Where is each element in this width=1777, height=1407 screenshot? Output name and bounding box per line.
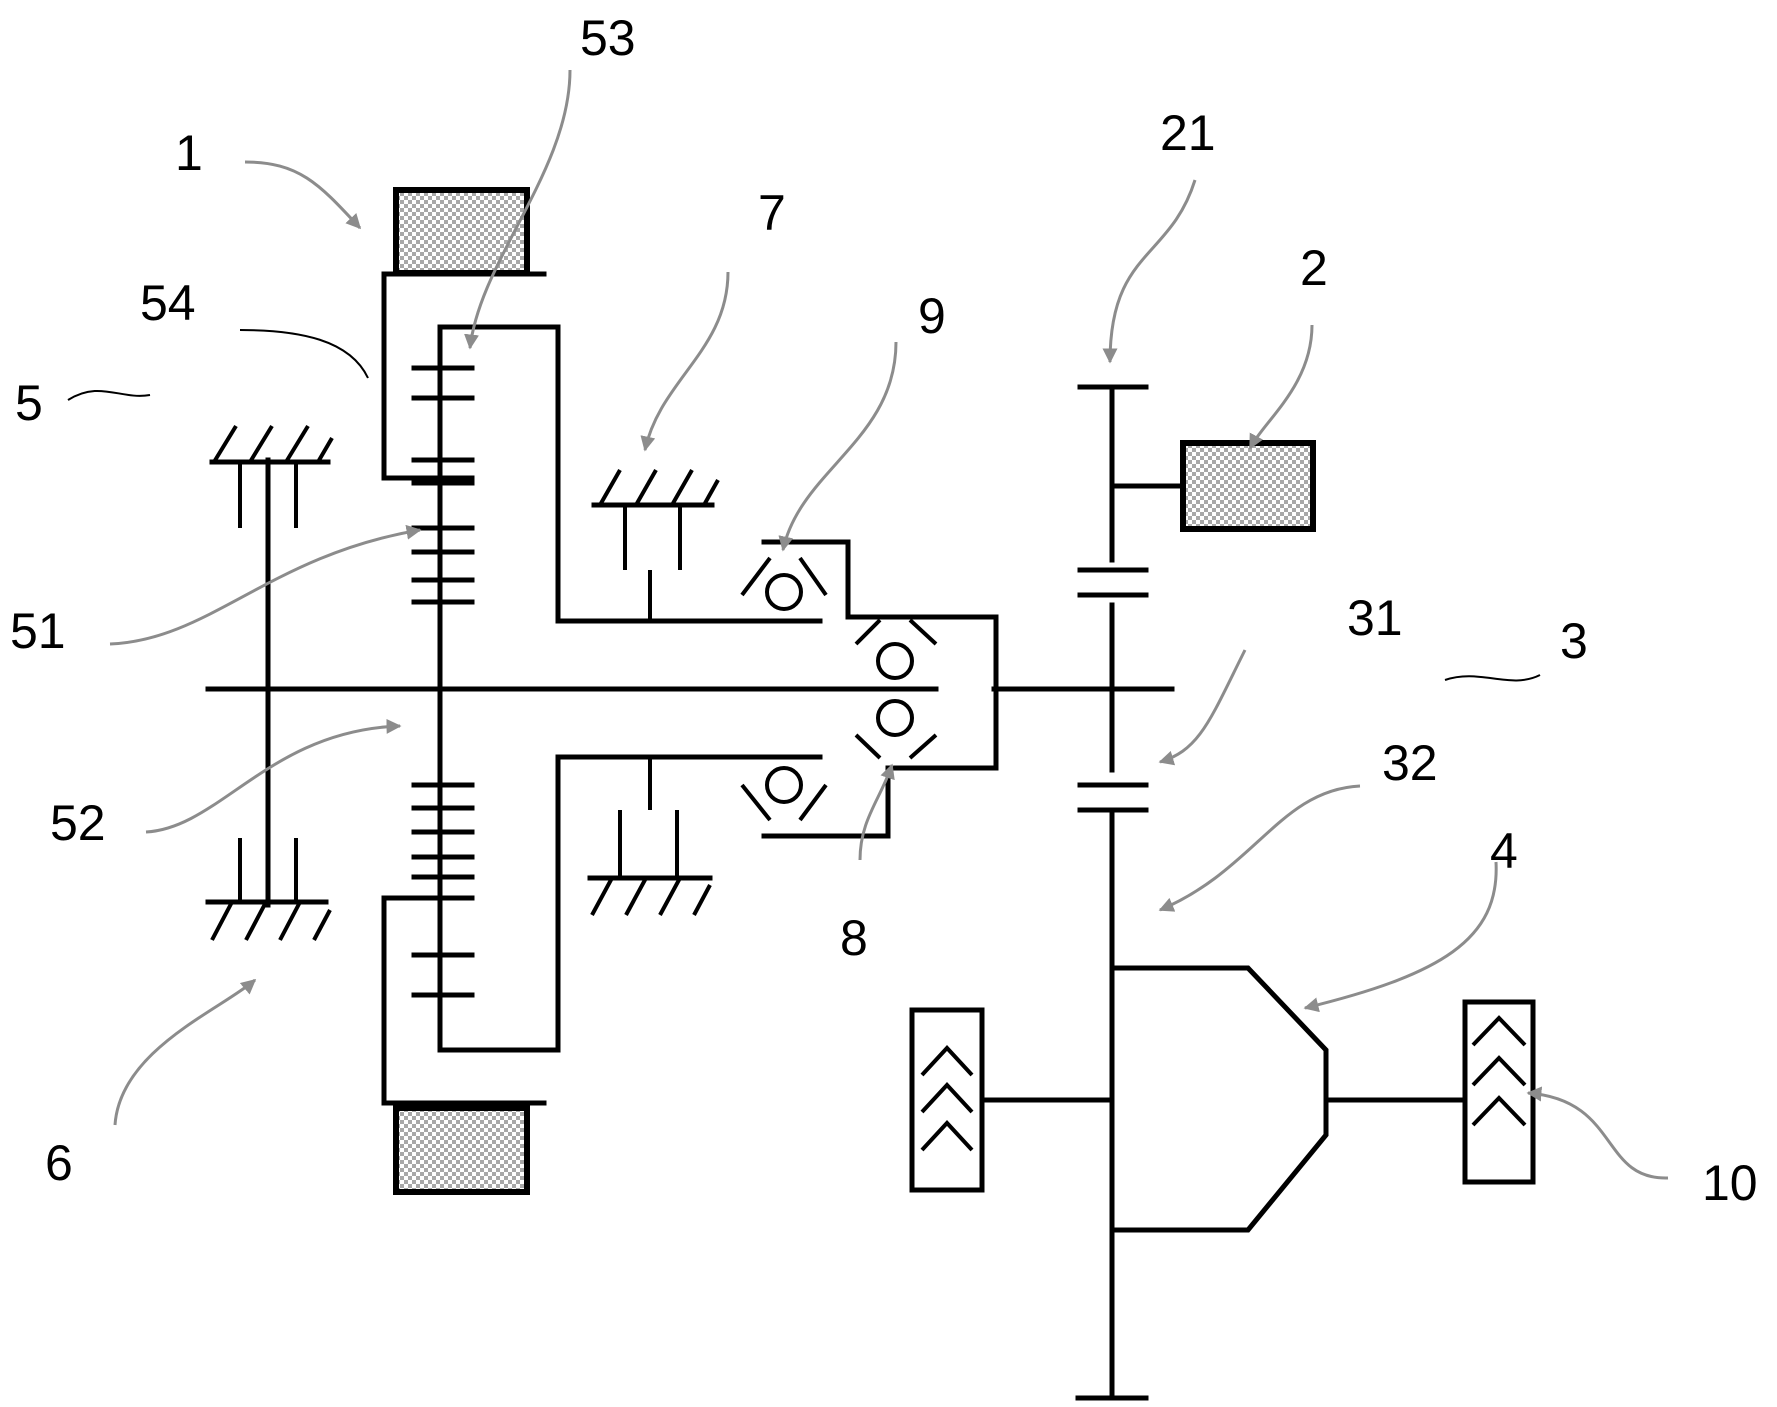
wheel-left: [909, 1007, 985, 1193]
label-5: 5: [15, 375, 43, 431]
label-8: 8: [840, 910, 868, 966]
label-53: 53: [580, 10, 636, 66]
label-21: 21: [1160, 105, 1216, 161]
label-10: 10: [1702, 1155, 1758, 1211]
leader-arrows: [67, 69, 1669, 1180]
sun-gear-51: [411, 507, 475, 871]
bearing-8: [854, 618, 938, 760]
wheel-right: [1462, 999, 1536, 1185]
label-6: 6: [45, 1135, 73, 1191]
motor-1-top: [393, 187, 530, 276]
label-52: 52: [50, 795, 106, 851]
label-4: 4: [1490, 823, 1518, 879]
label-32: 32: [1382, 735, 1438, 791]
differential-4: [982, 965, 1465, 1233]
label-31: 31: [1347, 590, 1403, 646]
label-54: 54: [140, 275, 196, 331]
housing-ground-7: [587, 469, 720, 916]
motor-2: [1180, 440, 1316, 532]
gear-32: [1075, 782, 1149, 1401]
label-3: 3: [1560, 613, 1588, 669]
label-2: 2: [1300, 240, 1328, 296]
ground-support-left: [205, 424, 334, 941]
motor-1-bottom: [393, 1105, 530, 1195]
planet-carrier-52: [437, 324, 823, 1053]
label-1: 1: [175, 125, 203, 181]
label-51: 51: [10, 603, 66, 659]
bearing-9: [740, 556, 828, 822]
gear-21: [1077, 384, 1149, 598]
label-9: 9: [918, 288, 946, 344]
clutch-housing: [761, 539, 999, 839]
label-7: 7: [758, 185, 786, 241]
